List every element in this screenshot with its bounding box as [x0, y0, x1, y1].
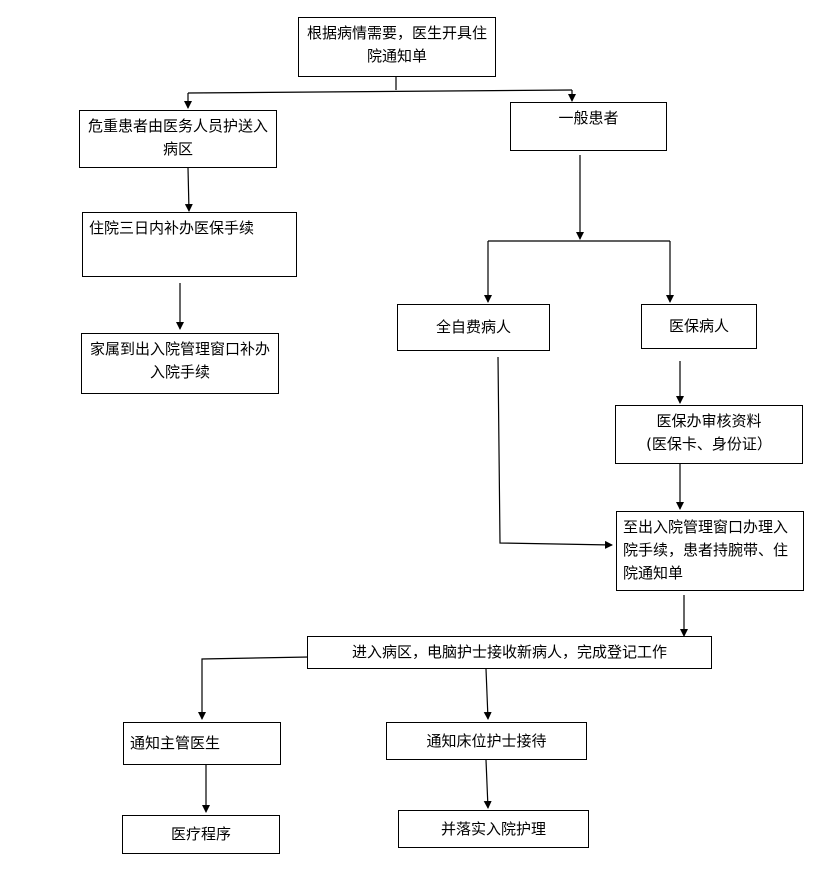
- node-admission-window: 至出入院管理窗口办理入院手续，患者持腕带、住院通知单: [616, 511, 804, 591]
- node-nursing: 并落实入院护理: [398, 810, 589, 848]
- connector-split-horizontal: [187, 89, 573, 94]
- arrow-critical-to-supplement: [184, 167, 193, 212]
- node-self-pay: 全自费病人: [397, 304, 550, 351]
- arrow-selfpay-to-window: [497, 356, 613, 549]
- node-notify-nurse: 通知床位护士接待: [386, 722, 587, 760]
- node-notify-doctor: 通知主管医生: [123, 722, 281, 765]
- node-insurance-review: 医保办审核资料 (医保卡、身份证）: [615, 405, 803, 464]
- node-start: 根据病情需要，医生开具住院通知单: [298, 17, 496, 77]
- node-ward-entry: 进入病区，电脑护士接收新病人，完成登记工作: [307, 636, 712, 669]
- node-insured: 医保病人: [641, 304, 757, 349]
- node-insurance-supplement: 住院三日内补办医保手续: [82, 212, 297, 277]
- node-family-supplement: 家属到出入院管理窗口补办入院手续: [81, 333, 279, 394]
- node-general-patient: 一般患者: [510, 102, 667, 151]
- node-treatment: 医疗程序: [122, 815, 280, 854]
- arrow-nurse-to-nursing: [483, 759, 492, 809]
- arrow-ward-to-nurse: [483, 668, 492, 720]
- node-critical-patient: 危重患者由医务人员护送入病区: [79, 110, 277, 168]
- arrow-ward-to-doctor: [198, 656, 310, 720]
